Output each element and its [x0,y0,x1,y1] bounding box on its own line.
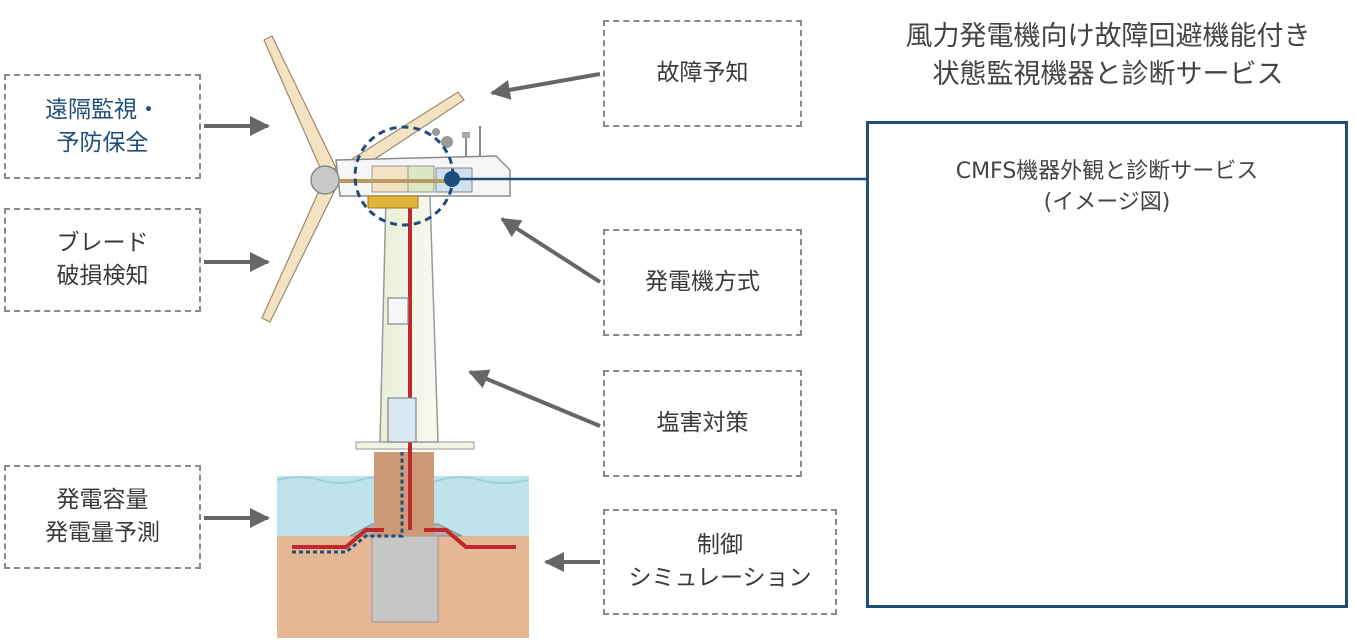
label-remote-line1: 遠隔監視・ [45,96,160,123]
label-generator-type: 発電機方式 [603,229,802,336]
label-failure-line1: 故障予知 [656,60,749,86]
cmfs-panel-title-line1: CMFS機器外観と診断サービス [955,159,1259,184]
label-remote-monitoring: 遠隔監視・ 予防保全 [4,74,201,179]
arrow-failure [490,72,601,100]
label-control-simulation: 制御 シミュレーション [603,509,837,615]
signal-cable [292,452,404,554]
cmfs-panel-title: CMFS機器外観と診断サービス (イメージ図) [869,156,1345,218]
label-control-line2: シミュレーション [628,565,812,591]
tower-platform [355,441,475,450]
arrow-generator [500,217,602,284]
page-title-line2: 状態監視機器と診断サービス [932,59,1284,90]
foundation [349,452,463,623]
label-blade-damage: ブレード 破損検知 [4,208,201,312]
label-remote-line2: 予防保全 [56,129,149,156]
label-salt-line1: 塩害対策 [656,410,749,436]
label-capacity-line1: 発電容量 [56,487,149,513]
label-blade-line1: ブレード [56,230,149,256]
label-failure-prediction: 故障予知 [603,20,802,127]
label-generator-line1: 発電機方式 [645,269,760,295]
page-title-line1: 風力発電機向け故障回避機能付き [905,21,1311,52]
page-title: 風力発電機向け故障回避機能付き 状態監視機器と診断サービス [858,18,1356,94]
label-blade-line2: 破損検知 [56,263,149,289]
label-capacity-line2: 発電量予測 [45,520,160,546]
cmfs-panel: CMFS機器外観と診断サービス (イメージ図) [866,121,1348,608]
cmfs-panel-title-line2: (イメージ図) [1043,190,1171,215]
label-control-line1: 制御 [697,532,743,558]
arrow-salt [468,369,601,428]
label-capacity-forecast: 発電容量 発電量予測 [4,465,201,569]
tower-cabinet-large [387,397,417,443]
rotor-hub [310,165,340,195]
sensor-dot [444,171,460,187]
label-salt-damage: 塩害対策 [603,370,802,477]
tower-cabinet-small [387,297,409,325]
nacelle [330,126,511,209]
power-cable [292,528,384,549]
